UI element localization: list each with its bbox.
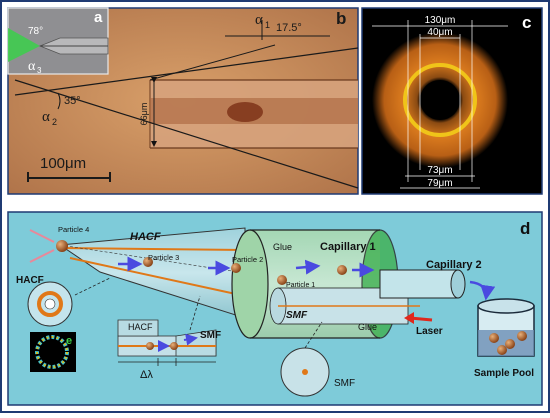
label-particle-1: Particle 1 xyxy=(286,282,315,289)
inset-a-alpha: α xyxy=(28,59,36,74)
label-smf-mid: SMF xyxy=(286,310,308,321)
particle-3 xyxy=(143,257,153,267)
panel-c-label: c xyxy=(522,13,531,32)
hollow-center xyxy=(420,80,460,120)
panel-b-label: b xyxy=(336,9,346,28)
alpha1-symbol: α xyxy=(255,12,263,28)
diameter-label: 66μm xyxy=(139,103,149,126)
dim-inner-top: 40μm xyxy=(427,27,452,38)
particle-2 xyxy=(231,263,241,273)
label-glue-right: Glue xyxy=(358,322,377,332)
label-capillary-1: Capillary 1 xyxy=(320,241,376,253)
alpha2-angle: 35° xyxy=(64,95,81,107)
panel-d: e Particle 4 HACF Particle 3 Particle 2 … xyxy=(7,211,543,406)
incoming-light xyxy=(29,229,55,243)
particle-1 xyxy=(277,275,287,285)
green-light xyxy=(8,28,40,62)
alpha1-subscript: 1 xyxy=(265,20,270,30)
inset-a-alpha-sub: 3 xyxy=(37,66,42,75)
panel-a-label: a xyxy=(94,9,103,26)
label-particle-2: Particle 2 xyxy=(232,255,263,264)
alpha2-symbol: α xyxy=(42,109,50,125)
inset-e-label: e xyxy=(66,335,72,347)
particle-capillary xyxy=(337,265,347,275)
capillary-2 xyxy=(379,269,459,299)
dim-outer-top: 130μm xyxy=(425,15,456,26)
label-capillary-2: Capillary 2 xyxy=(426,259,482,271)
dim-outer-bottom: 79μm xyxy=(427,178,452,189)
label-delta-lambda: Δλ xyxy=(140,369,153,381)
scale-bar-label: 100μm xyxy=(40,155,86,172)
capillary-1-left-end xyxy=(231,229,269,339)
label-sample-pool: Sample Pool xyxy=(474,368,534,379)
label-glue-top: Glue xyxy=(273,242,292,252)
dim-inner-bottom: 73μm xyxy=(427,165,452,176)
inset-a-angle: 78° xyxy=(28,26,43,37)
label-particle-4: Particle 4 xyxy=(58,225,89,234)
label-smf-circle: SMF xyxy=(334,378,355,389)
label-hacf-top: HACF xyxy=(130,231,161,243)
label-hacf-left: HACF xyxy=(16,275,44,286)
alpha1-angle: 17.5° xyxy=(276,22,302,34)
particle-4 xyxy=(56,240,68,252)
alpha2-subscript: 2 xyxy=(52,117,57,127)
panel-c: 130μm 40μm 73μm 79μm c xyxy=(361,7,543,195)
label-particle-3: Particle 3 xyxy=(148,253,179,262)
core-end xyxy=(227,102,263,122)
connector-detail xyxy=(117,319,217,366)
panel-a: 78° α 3 a xyxy=(7,7,109,75)
core-ring xyxy=(403,63,477,137)
label-smf-lower: SMF xyxy=(200,330,221,341)
label-laser: Laser xyxy=(416,326,443,337)
label-hacf-lower: HACF xyxy=(128,322,153,332)
panel-d-label: d xyxy=(520,219,530,238)
